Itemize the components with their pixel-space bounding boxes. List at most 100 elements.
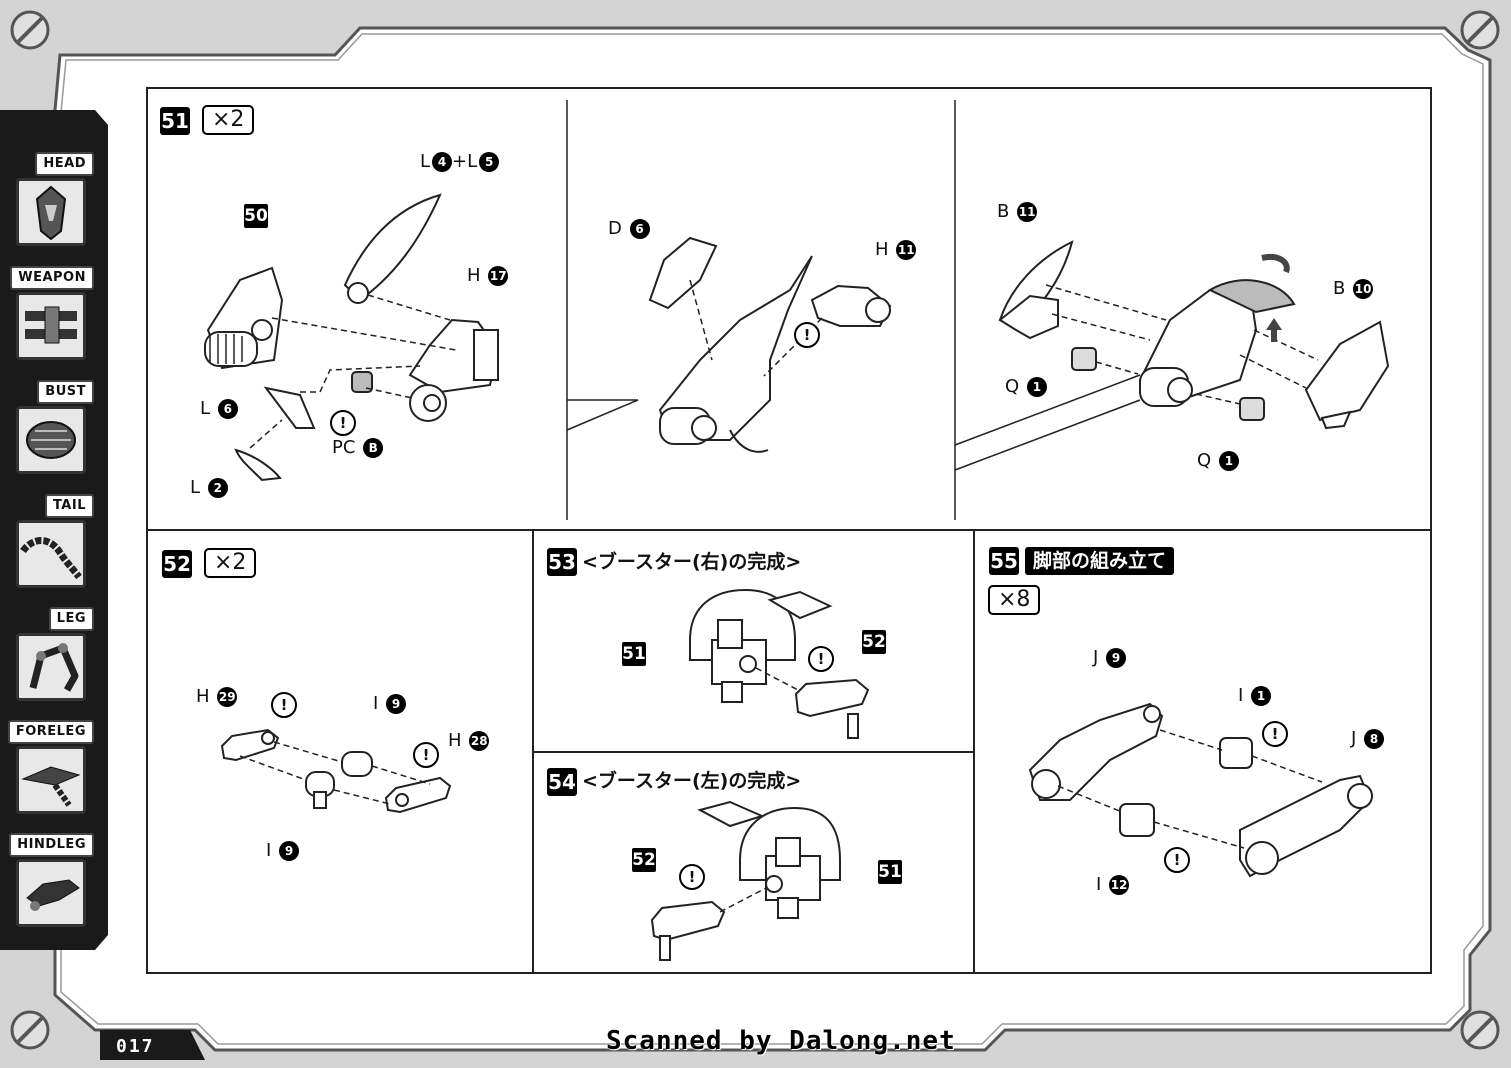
part-letter: L bbox=[190, 477, 201, 498]
part-label: Q 1 bbox=[1197, 450, 1239, 472]
sidebar-tab-label: TAIL bbox=[44, 494, 94, 518]
part-label: D 6 bbox=[608, 218, 650, 240]
part-label: I 9 bbox=[373, 693, 407, 715]
part-letter: I bbox=[373, 693, 379, 714]
part-number: 10 bbox=[1353, 279, 1374, 299]
bust-icon bbox=[16, 406, 86, 474]
part-label: J 8 bbox=[1351, 728, 1385, 750]
step-number: 53 bbox=[547, 548, 577, 576]
part-number: 1 bbox=[1026, 377, 1047, 397]
part-number: 11 bbox=[896, 240, 917, 260]
head-icon bbox=[16, 178, 86, 246]
leg-icon bbox=[16, 633, 86, 701]
part-letter: Q bbox=[1005, 376, 1020, 397]
part-label: I 9 bbox=[266, 840, 300, 862]
step-number: 54 bbox=[547, 768, 577, 796]
step-title: <ブースター(左)の完成> bbox=[582, 770, 802, 792]
caution-icon: ! bbox=[808, 646, 834, 672]
part-letter: B bbox=[1333, 278, 1346, 299]
part-letter: H bbox=[448, 730, 462, 751]
part-label: H 28 bbox=[448, 730, 490, 752]
caution-icon: ! bbox=[1164, 847, 1190, 873]
part-number: 9 bbox=[1106, 648, 1127, 668]
part-label: J 9 bbox=[1093, 647, 1127, 669]
sidebar-tab-label: HINDLEG bbox=[9, 833, 94, 857]
sidebar-tab-label: WEAPON bbox=[10, 266, 94, 290]
part-letter: J bbox=[1093, 647, 1099, 668]
part-label: PC B bbox=[332, 437, 384, 459]
caution-icon: ! bbox=[413, 742, 439, 768]
part-number: 4 bbox=[432, 152, 453, 172]
sidebar-tab-hindleg[interactable]: HINDLEG bbox=[9, 833, 96, 945]
subassembly-ref: 51 bbox=[878, 860, 902, 884]
quantity-multiplier: ×2 bbox=[202, 105, 255, 135]
part-number: 17 bbox=[488, 266, 509, 286]
part-number: 1 bbox=[1251, 686, 1272, 706]
quantity-multiplier: ×8 bbox=[988, 585, 1041, 615]
sidebar-tab-weapon[interactable]: WEAPON bbox=[10, 266, 96, 378]
tail-icon bbox=[16, 520, 86, 588]
part-label: L 2 bbox=[190, 477, 228, 499]
part-letter: I bbox=[266, 840, 272, 861]
step-title: <ブースター(右)の完成> bbox=[582, 551, 802, 573]
subassembly-ref: 51 bbox=[622, 642, 646, 666]
sidebar-tab-label: FORELEG bbox=[7, 720, 94, 744]
part-join: +L bbox=[452, 151, 478, 172]
part-number: B bbox=[363, 438, 384, 458]
sidebar-tab-bust[interactable]: BUST bbox=[10, 380, 96, 492]
part-number: 12 bbox=[1109, 875, 1130, 895]
quantity-multiplier: ×2 bbox=[204, 548, 257, 578]
sidebar-tab-label: HEAD bbox=[35, 152, 94, 176]
step-number: 52 bbox=[162, 550, 192, 578]
part-number: 5 bbox=[479, 152, 500, 172]
part-letter: H bbox=[467, 265, 481, 286]
sidebar-tab-foreleg[interactable]: FORELEG bbox=[7, 720, 96, 832]
subassembly-ref: 52 bbox=[862, 630, 886, 654]
part-letter: B bbox=[997, 201, 1010, 222]
part-letter: I bbox=[1238, 685, 1244, 706]
part-letter: L bbox=[200, 398, 211, 419]
weapon-icon bbox=[16, 292, 86, 360]
subassembly-ref: 52 bbox=[632, 848, 656, 872]
part-label: I 12 bbox=[1096, 874, 1130, 896]
part-label: B 11 bbox=[997, 201, 1038, 223]
part-label: L 6 bbox=[200, 398, 238, 420]
part-letter: Q bbox=[1197, 450, 1212, 471]
page-number: 017 bbox=[116, 1036, 155, 1057]
part-number: 29 bbox=[217, 687, 238, 707]
foreleg-icon bbox=[16, 746, 86, 814]
part-number: 2 bbox=[207, 478, 228, 498]
part-letter: H bbox=[875, 239, 889, 260]
part-label: H 17 bbox=[467, 265, 509, 287]
sidebar-tab-head[interactable]: HEAD bbox=[10, 152, 96, 264]
part-number: 6 bbox=[629, 219, 650, 239]
caution-icon: ! bbox=[271, 692, 297, 718]
sidebar-tab-tail[interactable]: TAIL bbox=[10, 494, 96, 606]
caution-icon: ! bbox=[679, 864, 705, 890]
caution-icon: ! bbox=[1262, 721, 1288, 747]
part-letter: H bbox=[196, 686, 210, 707]
subassembly-ref: 50 bbox=[244, 204, 268, 228]
part-letter: PC bbox=[332, 437, 356, 458]
part-number: 9 bbox=[386, 694, 407, 714]
part-number: 6 bbox=[217, 399, 238, 419]
part-letter: D bbox=[608, 218, 622, 239]
hindleg-icon bbox=[16, 859, 86, 927]
part-label: H 29 bbox=[196, 686, 238, 708]
part-label: B 10 bbox=[1333, 278, 1374, 300]
sidebar-tab-leg[interactable]: LEG bbox=[10, 607, 96, 719]
part-label: I 1 bbox=[1238, 685, 1272, 707]
part-number: 1 bbox=[1218, 451, 1239, 471]
step-number: 51 bbox=[160, 107, 190, 135]
step-title: 脚部の組み立て bbox=[1025, 547, 1175, 575]
part-number: 11 bbox=[1017, 202, 1038, 222]
sidebar-tab-label: BUST bbox=[37, 380, 94, 404]
part-letter: L bbox=[420, 151, 431, 172]
part-letter: J bbox=[1351, 728, 1357, 749]
